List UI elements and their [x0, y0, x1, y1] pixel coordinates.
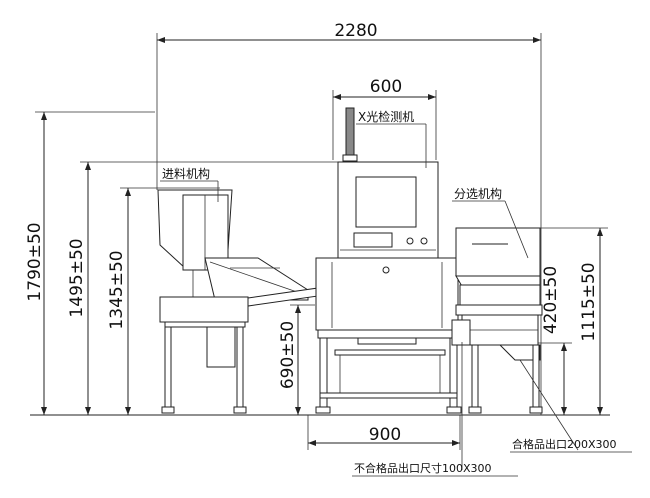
- label-good-outlet: 合格品出口200X300: [510, 359, 632, 453]
- svg-text:分选机构: 分选机构: [454, 186, 502, 201]
- svg-text:不合格品出口尺寸100X300: 不合格品出口尺寸100X300: [354, 461, 492, 475]
- xray-machine: [315, 107, 462, 414]
- dimension-height-690: 690±50: [278, 304, 315, 415]
- dim-1115: 1115±50: [579, 262, 599, 341]
- dimension-height-1790: 1790±50: [25, 111, 155, 415]
- dim-600: 600: [370, 77, 402, 97]
- dimension-base-width: 900: [307, 415, 461, 450]
- svg-text:进料机构: 进料机构: [162, 166, 210, 181]
- dim-420: 420±50: [541, 266, 561, 334]
- svg-text:X光检测机: X光检测机: [358, 109, 414, 124]
- dimension-total-width: 2280: [156, 21, 542, 415]
- label-xray: X光检测机: [356, 109, 427, 168]
- label-feed: 进料机构: [160, 166, 219, 202]
- dim-900: 900: [369, 425, 401, 445]
- dimension-xray-width: 600: [332, 77, 437, 160]
- dim-1495: 1495±50: [67, 238, 87, 317]
- feed-mechanism: [157, 189, 319, 414]
- dimension-height-1495: 1495±50: [67, 161, 340, 415]
- dim-1790: 1790±50: [25, 222, 45, 301]
- dim-690: 690±50: [278, 321, 298, 389]
- label-reject-outlet: 不合格品出口尺寸100X300: [352, 342, 518, 477]
- dim-2280: 2280: [334, 21, 377, 41]
- svg-text:合格品出口200X300: 合格品出口200X300: [512, 437, 617, 451]
- dimension-height-1345: 1345±50: [107, 187, 220, 415]
- label-sorter: 分选机构: [452, 186, 529, 259]
- dimension-height-1115: 1115±50: [540, 227, 608, 415]
- dim-1345: 1345±50: [107, 250, 127, 329]
- sorter-mechanism: [451, 227, 543, 414]
